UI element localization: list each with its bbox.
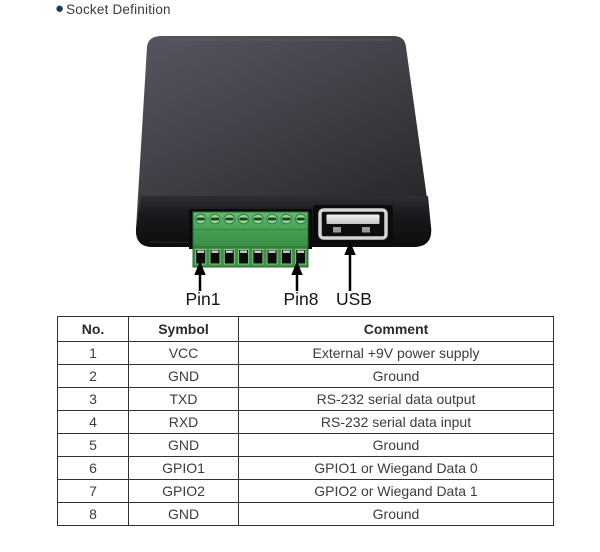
- table-cell: GPIO1: [128, 456, 239, 480]
- table-header-row: No. Symbol Comment: [57, 316, 554, 342]
- table-row: 3 TXD RS-232 serial data output: [57, 387, 554, 411]
- usb-port: [313, 205, 393, 243]
- table-cell: 4: [57, 410, 129, 434]
- table-cell: 3: [57, 387, 129, 411]
- pin-definition-table: No. Symbol Comment 1 VCC External +9V po…: [57, 316, 554, 526]
- table-cell: 1: [57, 341, 129, 365]
- bullet-icon: ●: [55, 0, 65, 17]
- table-cell: External +9V power supply: [238, 341, 554, 365]
- section-title-text: Socket Definition: [66, 1, 171, 17]
- table-cell: GND: [128, 364, 239, 388]
- table-row: 8 GND Ground: [57, 502, 554, 526]
- table-row: 6 GPIO1 GPIO1 or Wiegand Data 0: [57, 456, 554, 480]
- table-row: 1 VCC External +9V power supply: [57, 341, 554, 365]
- pin1-arrow-icon: [194, 261, 206, 291]
- section-title: ● Socket Definition: [55, 0, 171, 18]
- table-cell: GND: [128, 433, 239, 457]
- table-cell: GND: [128, 502, 239, 526]
- table-cell: 7: [57, 479, 129, 503]
- table-row: 4 RXD RS-232 serial data input: [57, 410, 554, 434]
- table-cell: Ground: [238, 364, 554, 388]
- usb-arrow-icon: [344, 241, 356, 291]
- table-row: 5 GND Ground: [57, 433, 554, 457]
- pin1-label: Pin1: [185, 289, 221, 309]
- table-cell: GPIO2 or Wiegand Data 1: [238, 479, 554, 503]
- table-cell: GPIO2: [128, 479, 239, 503]
- table-cell: RS-232 serial data output: [238, 387, 554, 411]
- table-cell: TXD: [128, 387, 239, 411]
- column-header-no: No.: [57, 316, 129, 342]
- table-cell: RS-232 serial data input: [238, 410, 554, 434]
- table-cell: 5: [57, 433, 129, 457]
- column-header-symbol: Symbol: [128, 316, 239, 342]
- terminal-block-8pin: [189, 209, 312, 268]
- usb-label: USB: [336, 289, 372, 309]
- pin8-label: Pin8: [283, 289, 319, 309]
- table-cell: 6: [57, 456, 129, 480]
- table-cell: Ground: [238, 502, 554, 526]
- device-body: [135, 36, 432, 247]
- table-row: 7 GPIO2 GPIO2 or Wiegand Data 1: [57, 479, 554, 503]
- table-cell: VCC: [128, 341, 239, 365]
- table-cell: RXD: [128, 410, 239, 434]
- column-header-comment: Comment: [238, 316, 554, 342]
- table-cell: 8: [57, 502, 129, 526]
- device-figure: [135, 36, 432, 291]
- pin8-arrow-icon: [291, 261, 303, 291]
- table-row: 2 GND Ground: [57, 364, 554, 388]
- table-cell: GPIO1 or Wiegand Data 0: [238, 456, 554, 480]
- table-cell: 2: [57, 364, 129, 388]
- table-cell: Ground: [238, 433, 554, 457]
